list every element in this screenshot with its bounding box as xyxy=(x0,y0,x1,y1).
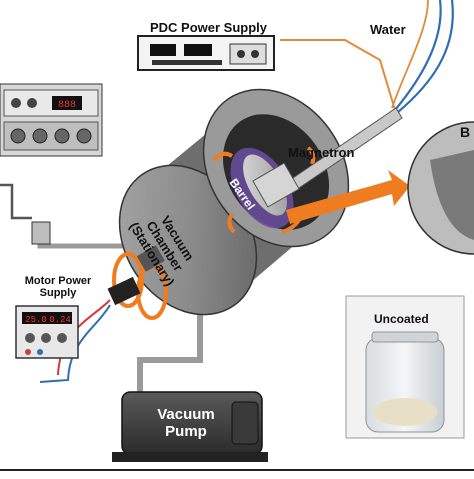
rack-display-text: 888 xyxy=(58,100,76,111)
motor-power-supply: 25.0 0.24 xyxy=(15,305,79,359)
vacuum-pump-line-2: Pump xyxy=(165,423,207,440)
powder-jar xyxy=(345,295,465,439)
motor-power-supply-line-1: Motor Power xyxy=(24,275,92,287)
pdc-power-supply xyxy=(137,35,275,71)
pdc-power-supply-label: PDC Power Supply xyxy=(150,20,268,35)
vacuum-pump-line-1: Vacuum xyxy=(157,406,215,423)
barrel-inset xyxy=(407,121,474,255)
coating-flux-arrow xyxy=(286,170,410,224)
motor-power-supply-label: Motor Power Supply xyxy=(12,275,104,299)
uncoated-label: Uncoated xyxy=(374,312,429,326)
inset-barrel-label: B xyxy=(460,124,471,140)
motor-readout-right: 0.24 xyxy=(49,315,71,325)
instrument-rack: 888 xyxy=(0,83,103,157)
magnetron-label: Magnetron xyxy=(288,145,355,160)
junction-box xyxy=(31,221,51,245)
motor-power-supply-line-2: Supply xyxy=(39,287,77,299)
magnetron xyxy=(252,107,403,208)
motor-coupling xyxy=(107,245,168,320)
motor-readout-left: 25.0 xyxy=(25,315,47,325)
water-label: Water xyxy=(370,22,406,37)
vacuum-pump-label: Vacuum Pump xyxy=(146,406,226,440)
vacuum-pump xyxy=(112,391,268,462)
